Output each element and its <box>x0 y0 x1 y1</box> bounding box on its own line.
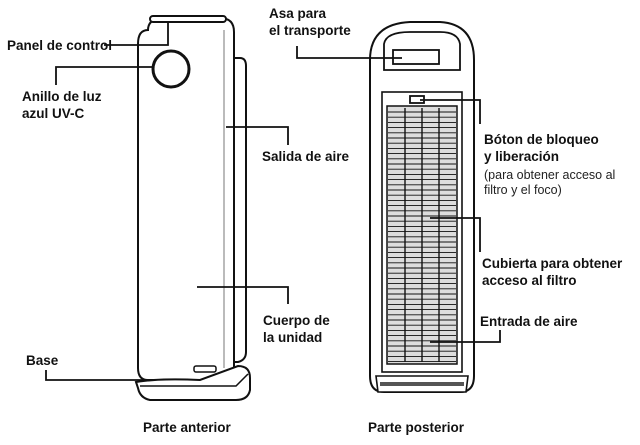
back-view-unit <box>369 21 475 393</box>
label-uv-ring: Anillo de luz azul UV-C <box>22 88 102 122</box>
leader-lines <box>45 22 501 381</box>
leader-air-inlet <box>430 330 501 343</box>
back-handle-cutout <box>383 31 461 71</box>
leader-unit-body <box>197 286 289 304</box>
leader-base <box>45 370 146 381</box>
front-badge <box>193 365 217 373</box>
caption-front-view: Parte anterior <box>143 420 231 435</box>
label-carry-handle-line2: el transporte <box>269 23 351 38</box>
label-lock-note: (para obtener acceso al filtro y el foco… <box>484 168 615 198</box>
leader-uv-ring <box>55 66 152 85</box>
leader-lock-button <box>420 99 481 124</box>
uv-light-ring <box>151 49 191 89</box>
label-carry-handle-line1: Asa para <box>269 6 327 21</box>
leader-air-outlet <box>226 126 289 145</box>
front-base <box>134 364 251 401</box>
front-base-edge <box>140 373 249 387</box>
back-inner-frame <box>381 91 463 373</box>
label-carry-handle: Asa para el transporte <box>269 5 351 39</box>
front-control-strip <box>149 15 227 23</box>
label-unit-body: Cuerpo de la unidad <box>263 312 330 346</box>
label-base: Base <box>26 353 59 368</box>
label-unit-body-line2: la unidad <box>263 330 323 345</box>
caption-back-view: Parte posterior <box>368 420 465 435</box>
leader-filter-cover <box>430 217 481 252</box>
label-uv-ring-line2: azul UV-C <box>22 106 85 121</box>
label-air-inlet: Entrada de aire <box>480 314 578 329</box>
label-filter-cover: Cubierta para obtener acceso al filtro <box>482 255 622 289</box>
front-view-unit <box>134 15 251 401</box>
label-filter-cover-line1: Cubierta para obtener <box>482 256 623 271</box>
leader-carry-handle <box>296 46 402 59</box>
label-filter-cover-line2: acceso al filtro <box>482 273 577 288</box>
label-lock-button: Bóton de bloqueo y liberación <box>484 131 599 165</box>
back-handle-slot <box>392 49 440 65</box>
leader-control-panel <box>104 22 169 46</box>
label-lock-button-line1: Bóton de bloqueo <box>484 132 599 147</box>
filter-grid <box>388 108 456 363</box>
label-lock-note-line1: (para obtener acceso al <box>484 168 616 182</box>
label-control-panel: Panel de control <box>7 38 113 53</box>
label-unit-body-line1: Cuerpo de <box>263 313 330 328</box>
label-uv-ring-line1: Anillo de luz <box>22 89 102 104</box>
label-lock-note-line2: filtro y el foco) <box>484 183 562 197</box>
label-air-outlet: Salida de aire <box>262 149 350 164</box>
label-lock-button-line2: y liberación <box>484 149 560 164</box>
